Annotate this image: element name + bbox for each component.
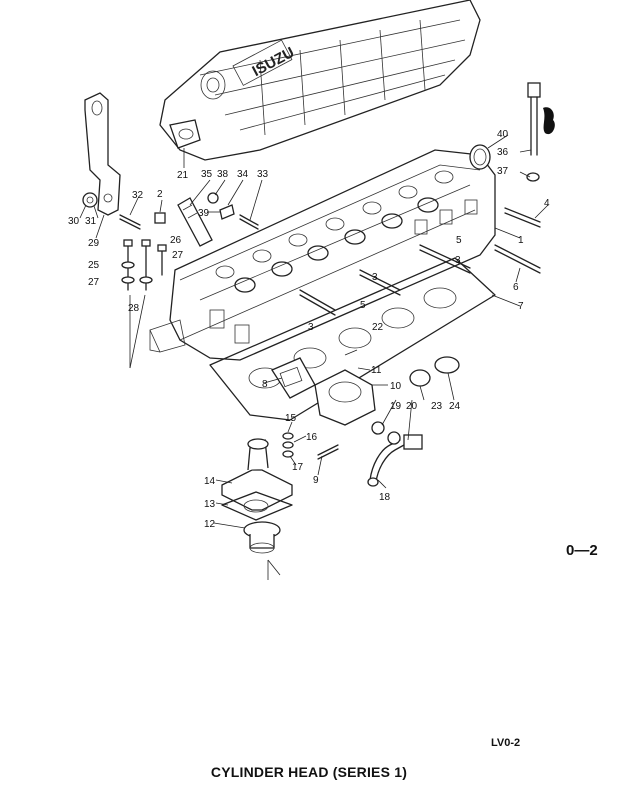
callout-4: 4 — [544, 198, 550, 209]
injector-and-fittings — [119, 192, 259, 247]
callout-25: 25 — [88, 260, 100, 271]
callout-27b: 27 — [88, 277, 100, 288]
callout-7: 7 — [518, 301, 524, 312]
cylinder-head — [149, 149, 496, 361]
callout-5b: 5 — [360, 300, 366, 311]
callout-8: 8 — [262, 379, 268, 390]
studs-and-nuts — [121, 239, 167, 369]
callout-12: 12 — [204, 519, 216, 530]
rocker-cover: ISUZU — [159, 0, 481, 161]
head-bolts — [299, 207, 541, 316]
callout-10: 10 — [390, 381, 402, 392]
callout-31: 31 — [85, 216, 97, 227]
callout-9: 9 — [313, 475, 319, 486]
callout-5a: 5 — [456, 235, 462, 246]
callout-33: 33 — [257, 169, 269, 180]
callout-17: 17 — [292, 462, 304, 473]
page-reference: 0—2 — [566, 542, 598, 559]
callout-39: 39 — [198, 208, 210, 219]
callout-24: 24 — [449, 401, 461, 412]
callout-21: 21 — [177, 170, 189, 181]
callout-27a: 27 — [172, 250, 184, 261]
callout-36: 36 — [497, 147, 509, 158]
callout-28: 28 — [128, 303, 140, 314]
callout-18: 18 — [379, 492, 391, 503]
callout-16: 16 — [306, 432, 318, 443]
callout-40: 40 — [497, 129, 509, 140]
thermostat-housing-assembly — [221, 356, 460, 580]
diagram-title: CYLINDER HEAD (SERIES 1) — [210, 764, 408, 780]
callout-22: 22 — [372, 322, 384, 333]
callout-34: 34 — [237, 169, 249, 180]
callout-19: 19 — [390, 401, 402, 412]
callout-13: 13 — [204, 499, 216, 510]
callout-3b: 3 — [372, 272, 378, 283]
callout-1: 1 — [518, 235, 524, 246]
lifting-bracket — [82, 92, 121, 216]
leader-lines — [79, 134, 549, 529]
callout-3a: 3 — [455, 255, 461, 266]
callout-labels: 1 2 3 3 3 4 5 5 6 7 8 9 10 11 12 13 14 1… — [68, 129, 550, 530]
callout-35: 35 — [201, 169, 213, 180]
callout-11: 11 — [371, 365, 382, 376]
callout-14: 14 — [204, 476, 216, 487]
callout-30: 30 — [68, 216, 80, 227]
callout-6: 6 — [513, 282, 519, 293]
callout-38: 38 — [217, 169, 229, 180]
callout-2: 2 — [157, 189, 163, 200]
callout-32: 32 — [132, 190, 144, 201]
callout-3c: 3 — [308, 322, 314, 333]
callout-20: 20 — [406, 401, 418, 412]
cover-bolt-assembly — [469, 82, 555, 182]
callout-23: 23 — [431, 401, 443, 412]
plate-id: LV0-2 — [491, 737, 521, 749]
callout-37: 37 — [497, 166, 509, 177]
callout-29: 29 — [88, 238, 100, 249]
callout-26: 26 — [170, 235, 182, 246]
callout-15: 15 — [285, 413, 297, 424]
